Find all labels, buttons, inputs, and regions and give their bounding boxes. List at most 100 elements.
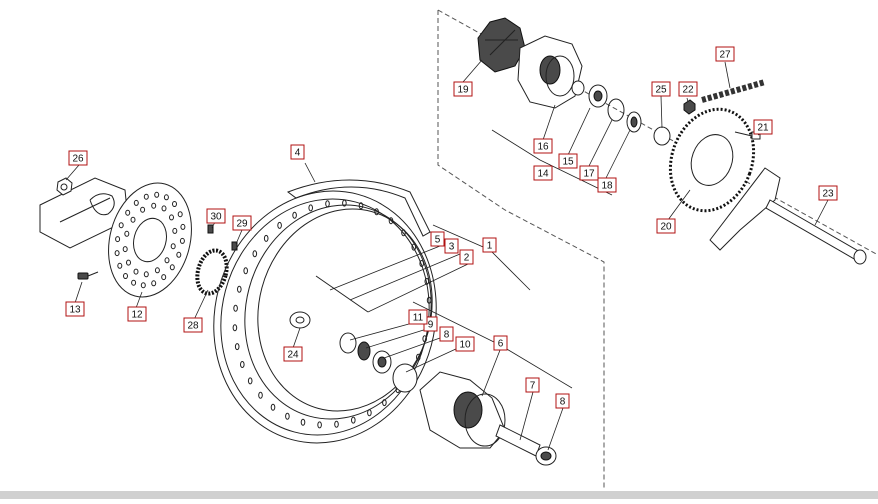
rear-sprocket-20 — [668, 107, 756, 213]
callout-box — [408, 309, 428, 325]
disc-hole — [169, 264, 175, 271]
callout-label-6: 6 — [493, 335, 508, 351]
callout-label-25: 25 — [651, 81, 671, 97]
disc-hole — [131, 279, 137, 286]
rim-hole — [263, 234, 269, 242]
rim-hole — [232, 324, 238, 332]
callout-number: 15 — [562, 157, 574, 168]
callout-label-4: 4 — [290, 144, 305, 160]
disc-hole — [163, 194, 169, 201]
rim-hole — [351, 416, 356, 424]
callout-label-2: 2 — [459, 249, 474, 265]
rim-hole — [358, 202, 364, 210]
disc-hole — [130, 216, 136, 223]
callout-number: 23 — [822, 189, 834, 200]
disc-hole — [177, 211, 183, 218]
rim-hole — [419, 260, 425, 267]
rim-hole — [422, 335, 428, 343]
rim-hole — [237, 285, 242, 293]
callout-box — [555, 393, 570, 409]
callout-box — [453, 81, 473, 97]
callout-box — [206, 208, 226, 224]
disc-hole — [172, 201, 177, 207]
callout-number: 19 — [457, 85, 469, 96]
callout-label-14: 14 — [533, 165, 553, 181]
bearing-8-left — [372, 350, 392, 374]
callout-number: 16 — [537, 142, 549, 153]
callout-label-8: 8 — [555, 393, 570, 409]
callout-label-19: 19 — [453, 81, 473, 97]
wheel-rim — [213, 190, 437, 444]
callout-box — [533, 138, 553, 154]
callout-box — [597, 177, 617, 193]
callout-label-26: 26 — [68, 150, 88, 166]
rim-hole — [258, 391, 263, 399]
callout-number: 24 — [287, 350, 299, 361]
callout-number: 13 — [69, 305, 81, 316]
callout-box — [283, 346, 303, 362]
disc-hole — [133, 268, 139, 275]
callout-number: 21 — [757, 123, 769, 134]
rim-hole — [243, 267, 248, 275]
callout-box — [232, 215, 252, 231]
callout-box — [493, 335, 508, 351]
callout-label-28: 28 — [183, 317, 203, 333]
callout-number: 2 — [464, 253, 470, 264]
callout-box — [482, 237, 497, 253]
axle-sleeve-7 — [495, 424, 541, 457]
callout-number: 25 — [655, 85, 667, 96]
callout-label-3: 3 — [444, 238, 459, 254]
callout-number: 8 — [560, 397, 566, 408]
screw-30 — [207, 224, 214, 234]
callout-number: 26 — [72, 154, 84, 165]
callout-label-17: 17 — [579, 165, 599, 181]
disc-hole — [126, 259, 131, 266]
disc-hole — [164, 257, 170, 264]
rim-hole — [342, 199, 347, 207]
bracket-1 — [432, 224, 531, 291]
sprocket-group-outline — [437, 10, 605, 490]
rim-hole — [292, 211, 297, 219]
callout-number: 12 — [131, 310, 143, 321]
bearing-15 — [588, 84, 608, 108]
callout-number: 28 — [187, 321, 199, 332]
callout-label-27: 27 — [715, 46, 735, 62]
cush-drive-rubbers-19 — [477, 17, 526, 73]
collar-25 — [653, 126, 671, 146]
disc-hole — [140, 206, 146, 213]
rim-hole — [252, 250, 258, 258]
drive-chain-27 — [701, 79, 766, 103]
callout-label-15: 15 — [558, 153, 578, 169]
callout-number: 8 — [444, 330, 450, 341]
disc-hole — [154, 191, 160, 198]
callout-number: 22 — [682, 85, 694, 96]
rim-hole — [401, 229, 406, 237]
spacer-16b — [571, 80, 585, 96]
callout-label-21: 21 — [753, 119, 773, 135]
rim-hole — [277, 221, 282, 229]
wheel-hub-6 — [419, 371, 506, 449]
rim-tape-4 — [286, 179, 431, 237]
disc-hole — [143, 193, 149, 200]
callout-label-24: 24 — [283, 346, 303, 362]
callout-label-18: 18 — [597, 177, 617, 193]
callout-number: 29 — [236, 219, 248, 230]
circlip-9 — [357, 341, 371, 361]
callout-label-30: 30 — [206, 208, 226, 224]
circlip-17 — [607, 98, 625, 122]
rim-hole — [240, 361, 245, 368]
disc-hole — [117, 262, 123, 269]
callout-label-7: 7 — [525, 377, 540, 393]
rim-hole — [325, 200, 330, 208]
callout-number: 6 — [498, 339, 504, 350]
callout-label-20: 20 — [656, 218, 676, 234]
leader-lines — [65, 59, 829, 451]
callout-label-12: 12 — [127, 306, 147, 322]
callout-box — [715, 46, 735, 62]
oil-seal-11 — [339, 332, 357, 354]
callout-box — [68, 150, 88, 166]
callout-number: 5 — [435, 235, 441, 246]
callout-number: 4 — [295, 148, 301, 159]
callout-label-16: 16 — [533, 138, 553, 154]
